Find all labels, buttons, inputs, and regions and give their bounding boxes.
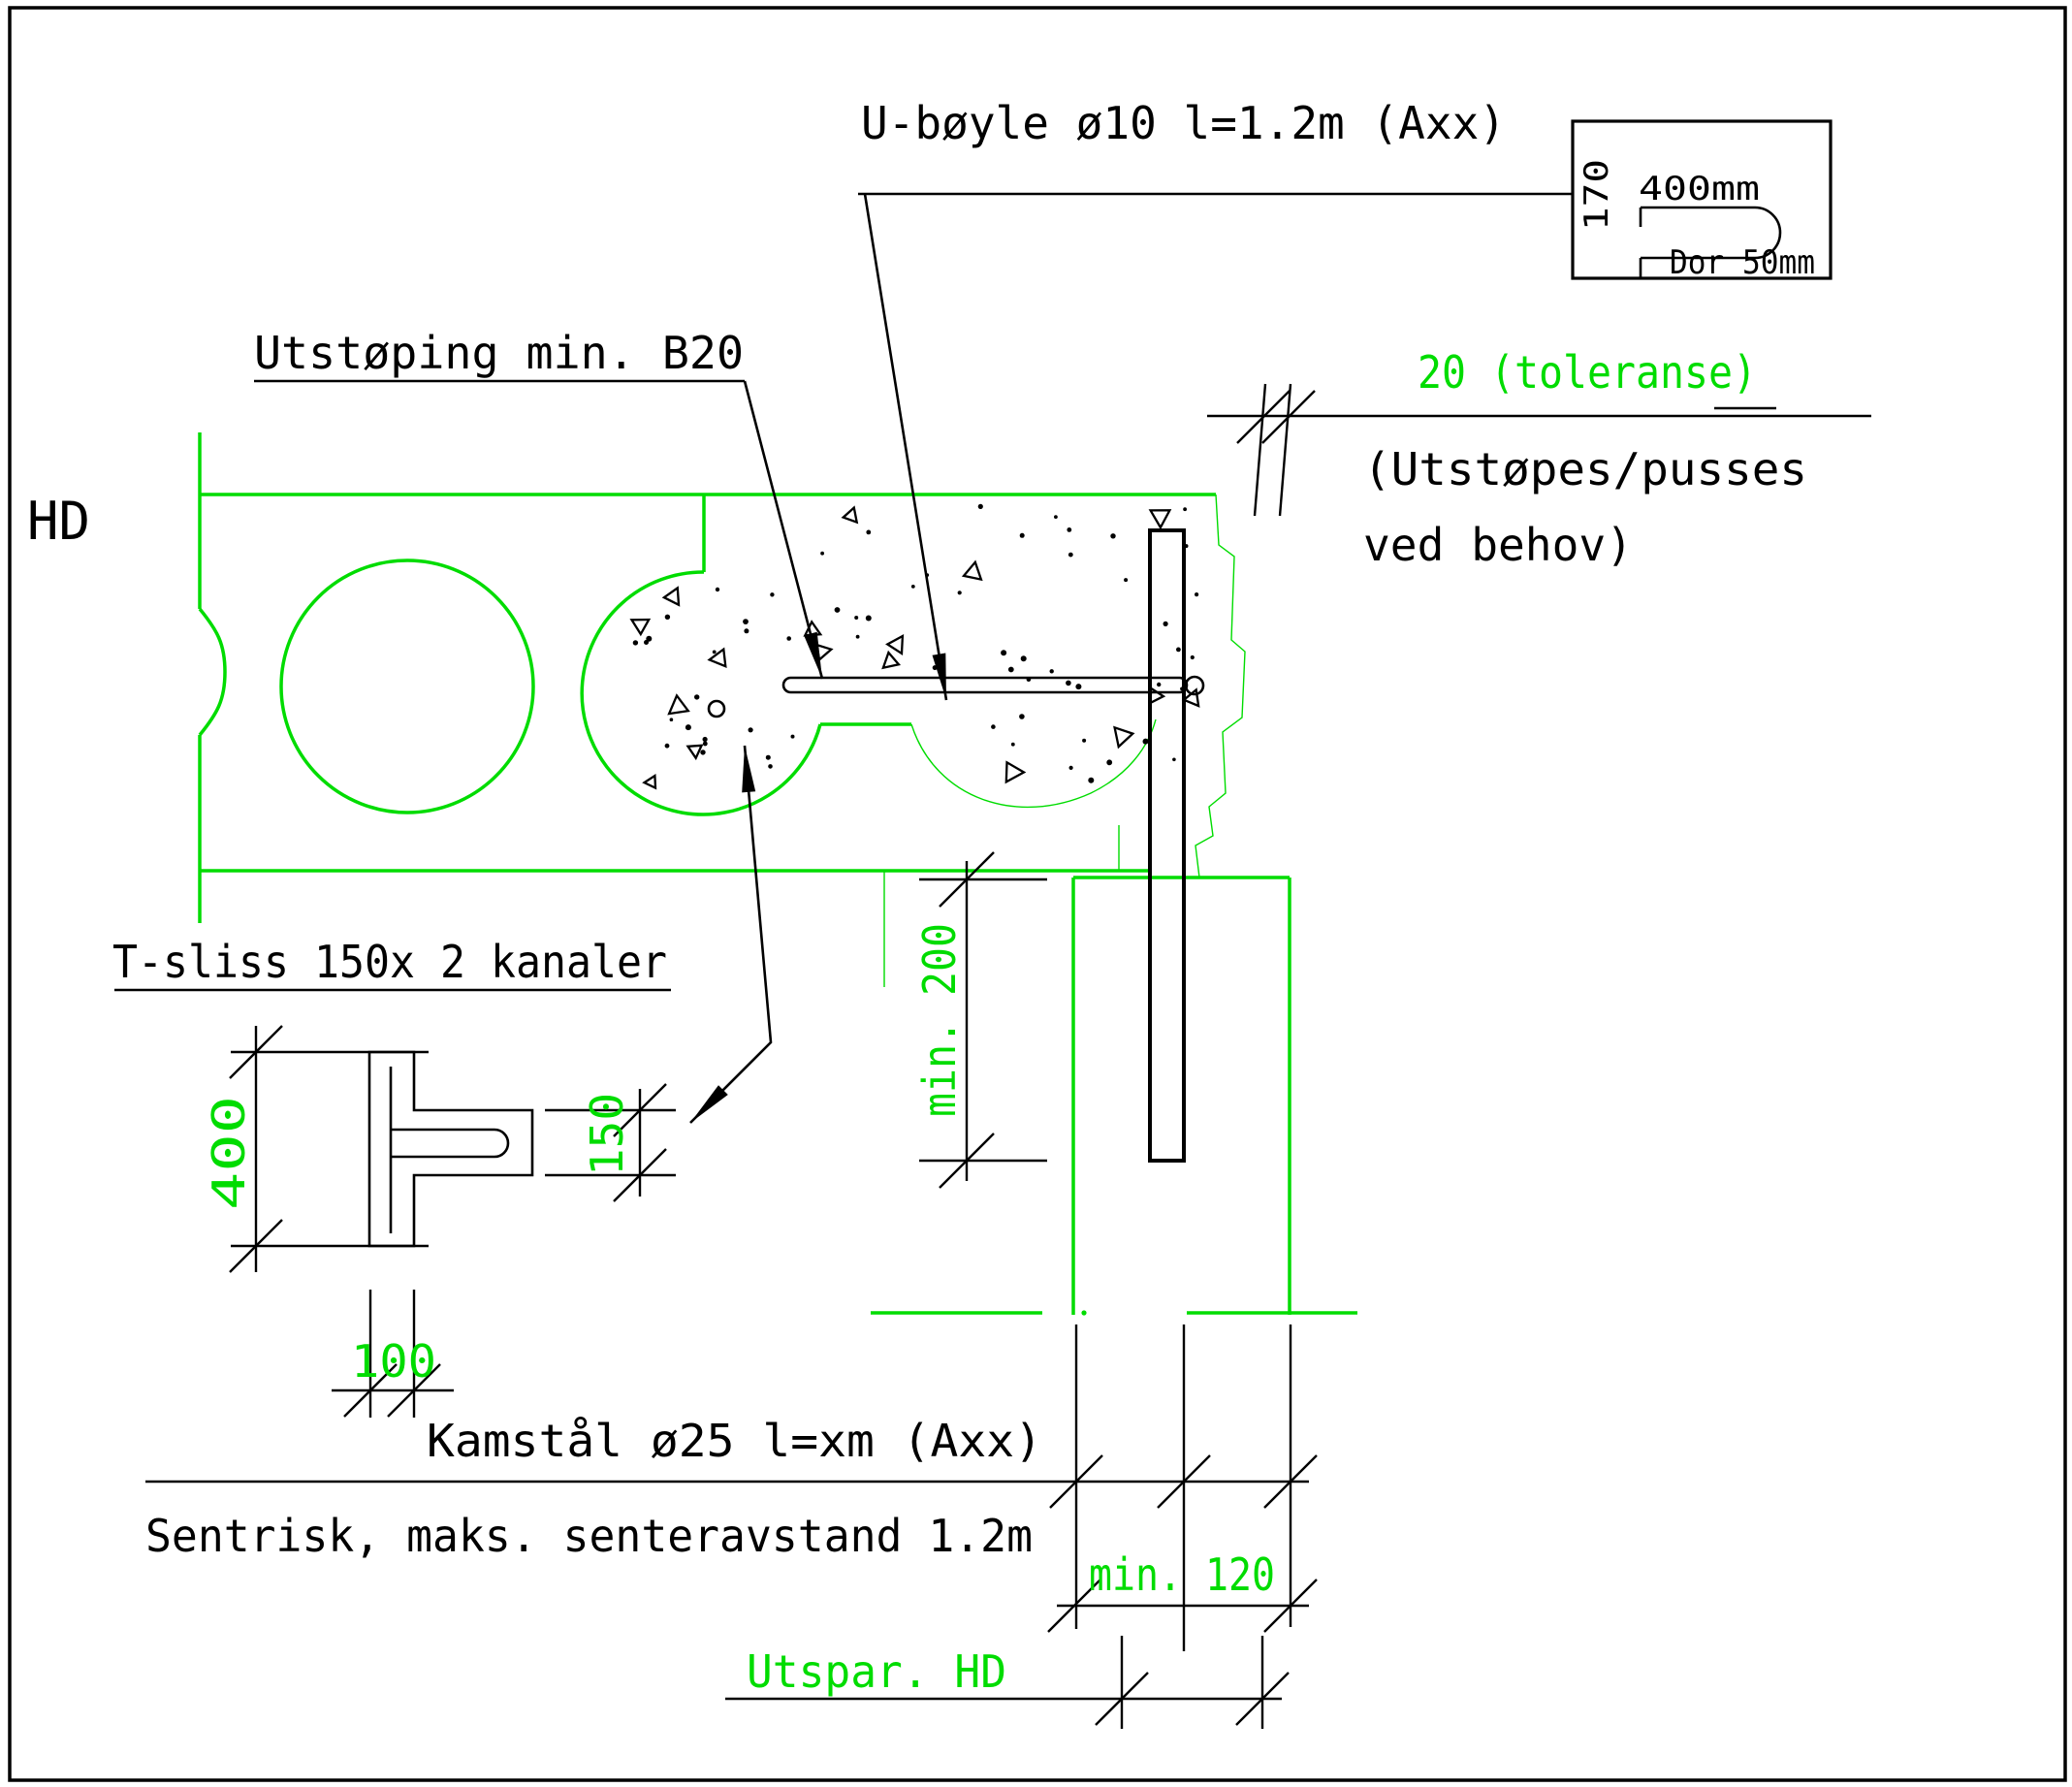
u-bar-side-view [781, 676, 1189, 694]
detail-box-frame [1571, 119, 1833, 280]
ext-line [1278, 383, 1292, 517]
label-kamstal: Kamstål ø25 l=xm (Axx) [427, 1415, 1042, 1467]
concrete-stipple [629, 503, 1200, 790]
t-slot-profile [367, 1050, 534, 1248]
dim-utspar [725, 1636, 1290, 1729]
arrowhead-u-boyle [932, 653, 946, 700]
tick [229, 1025, 283, 1079]
tick [1049, 1454, 1103, 1509]
leader-utstoping [743, 380, 824, 680]
page-border [8, 6, 2067, 1782]
label-hd: HD [27, 491, 90, 552]
tick [229, 1219, 283, 1273]
label-utstopes-line1: (Utstøpes/pusses [1363, 443, 1807, 495]
slab-left-break-notch [198, 607, 227, 737]
dim-kamstal-position [145, 1324, 1318, 1651]
hollow-core-1 [279, 558, 535, 814]
tick [939, 851, 995, 908]
leader-u-boyle [863, 193, 948, 701]
recess-bottom-dot [1081, 1310, 1087, 1316]
tick [1263, 1454, 1318, 1509]
dim-text-min200: min. 200 [913, 923, 966, 1117]
tick [1261, 390, 1316, 444]
label-u-boyle: U-bøyle ø10 l=1.2m (Axx) [861, 97, 1506, 149]
label-sentrisk: Sentrisk, maks. senteravstand 1.2m [145, 1510, 1033, 1562]
dim-toleranse-20 [1207, 383, 1871, 517]
label-utstopes-line2: ved behov) [1363, 519, 1633, 571]
ext-line [1253, 383, 1267, 517]
kamstal-bar [1148, 528, 1186, 1163]
tick [613, 1148, 667, 1202]
u-bar-glyph [1639, 206, 1782, 279]
arrowhead-t-sliss-down [690, 1085, 728, 1123]
arrowhead-t-sliss-up [742, 746, 756, 793]
tick [1157, 1454, 1211, 1509]
slab-end-rough-edge [1195, 494, 1246, 878]
hd-slab-section [198, 432, 1357, 1316]
dim-web-100 [332, 1290, 454, 1418]
tick [1047, 1579, 1101, 1633]
hollow-core-3-opened [910, 718, 1157, 809]
reinforcement [707, 528, 1205, 1163]
u-bar-detail-box: 170 400mm Dor 50mm [1571, 119, 1833, 282]
label-toleranse: 20 (toleranse) [1418, 346, 1757, 399]
transverse-bar-section-circle [707, 699, 726, 718]
tick [613, 1083, 667, 1137]
tick [343, 1363, 398, 1418]
tick [939, 1133, 995, 1189]
arrowhead-utstoping [804, 631, 822, 679]
dim-t-400 [229, 1025, 429, 1273]
leader-lines [689, 193, 948, 1124]
detail-dor-50mm: Dor 50mm [1670, 243, 1815, 282]
dim-text-min120: min. 120 [1089, 1548, 1275, 1601]
tick [1235, 1672, 1290, 1726]
detail-dim-400mm: 400mm [1639, 170, 1760, 208]
tick [1263, 1579, 1318, 1633]
dim-min-120 [1047, 1579, 1318, 1633]
dim-text-150: 150 [581, 1093, 633, 1176]
tick [1095, 1672, 1149, 1726]
label-utstoping: Utstøping min. B20 [254, 327, 744, 379]
annotations: U-bøyle ø10 l=1.2m (Axx) Utstøping min. … [27, 97, 1807, 1698]
dim-text-utspar: Utspar. HD [747, 1645, 1006, 1698]
detail-dim-170: 170 [1578, 159, 1616, 231]
label-t-sliss: T-sliss 150x 2 kanaler [112, 936, 667, 988]
dim-text-400: 400 [203, 1096, 255, 1210]
tick [1236, 390, 1291, 444]
tick [387, 1363, 441, 1418]
hollow-core-2-opened [580, 570, 822, 816]
dim-slot-150 [545, 1083, 676, 1202]
dim-min-200 [919, 851, 1047, 1189]
t-slot-u-bar [391, 1128, 510, 1159]
t-sliss-detail [367, 1050, 534, 1248]
dim-text-100: 100 [351, 1335, 436, 1388]
